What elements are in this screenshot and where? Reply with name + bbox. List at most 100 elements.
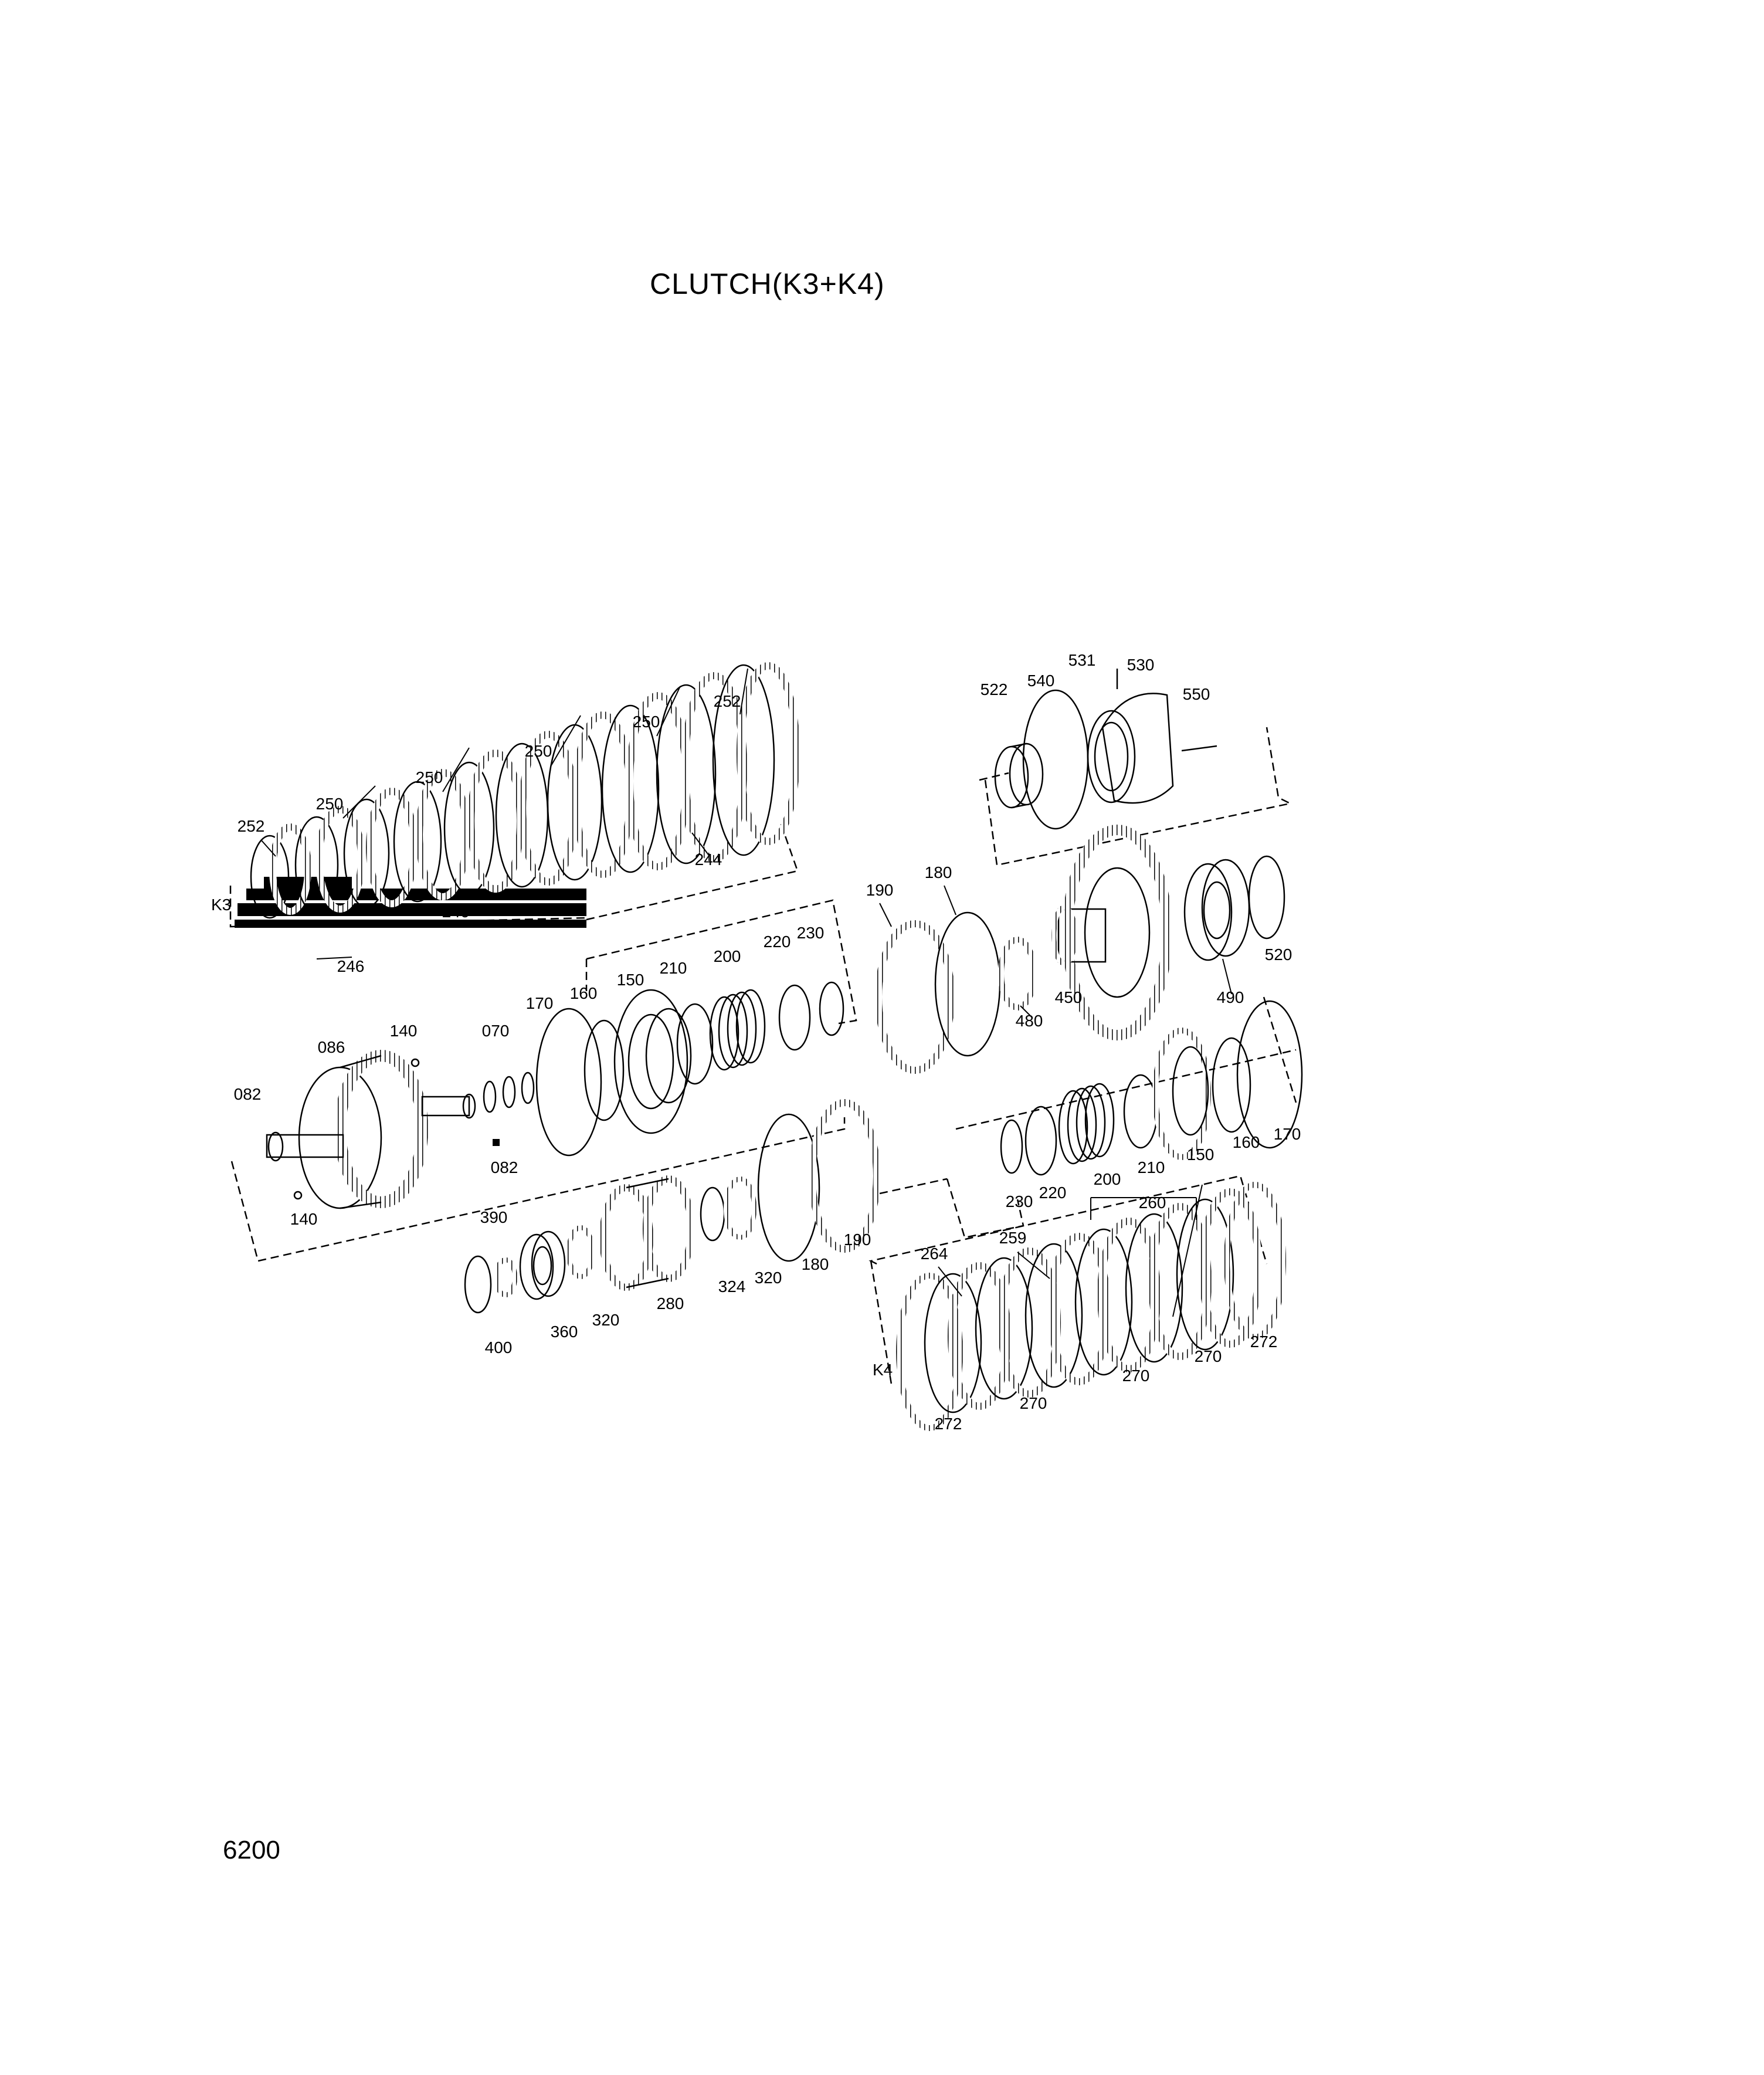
callout-230: 230 [797, 924, 825, 942]
ring-390 [494, 1257, 517, 1297]
spring-200-right [1058, 1083, 1115, 1165]
callout-360: 360 [551, 1323, 578, 1341]
seal-rings-070 [483, 1072, 535, 1113]
callout-190: 190 [844, 1230, 871, 1249]
callout-320: 320 [592, 1311, 620, 1329]
callout-210: 210 [660, 959, 687, 977]
callout-150: 150 [617, 971, 644, 989]
callout-082: 082 [234, 1085, 262, 1103]
callout-250: 250 [416, 768, 443, 786]
ring-180-top [934, 911, 1001, 1057]
callout-190: 190 [866, 881, 894, 899]
callout-200: 200 [714, 947, 741, 965]
callout-264: 264 [921, 1245, 948, 1263]
callout-490: 490 [1217, 988, 1244, 1006]
callout-246: 246 [442, 903, 470, 921]
callout-531: 531 [1068, 651, 1096, 669]
callout-180: 180 [802, 1255, 829, 1273]
k4-group-label: K4 [873, 1361, 893, 1379]
cover-530 [1087, 669, 1217, 804]
piston-150-right [1152, 1028, 1211, 1160]
callout-270: 270 [1195, 1347, 1222, 1365]
callout-230: 230 [1006, 1192, 1033, 1211]
ring-190-top [875, 920, 955, 1074]
gear-450 [1051, 825, 1172, 1040]
callout-260: 260 [1139, 1194, 1166, 1212]
callout-250: 250 [525, 742, 552, 760]
callout-170: 170 [1274, 1125, 1301, 1143]
callout-259: 259 [999, 1229, 1027, 1247]
callout-252: 252 [714, 692, 741, 710]
callout-324: 324 [718, 1277, 746, 1296]
ring-160-left [584, 1019, 625, 1121]
spring-200-left [709, 989, 766, 1071]
ring-220-left [778, 984, 811, 1051]
callout-220: 220 [1039, 1184, 1067, 1202]
ring-160-right [1212, 1037, 1251, 1133]
clutch-drum-086 [230, 996, 1297, 1262]
callout-252: 252 [238, 817, 265, 835]
snap-ring-520 [1248, 855, 1285, 940]
cover-assembly [979, 669, 1293, 866]
leader-lines [260, 668, 1232, 1317]
callout-140: 140 [290, 1210, 318, 1228]
k4-clutch-pack [869, 1175, 1286, 1431]
plug-082-right [493, 1139, 500, 1146]
bearing-490 [1183, 859, 1250, 961]
callout-160: 160 [1233, 1133, 1260, 1151]
gear-group [585, 825, 1285, 1074]
k3-piston-row [535, 981, 844, 1157]
ring-190-bottom [809, 1099, 880, 1253]
callout-086: 086 [318, 1038, 345, 1056]
piston-150-left [613, 989, 692, 1134]
plug-140-top [411, 1058, 420, 1067]
callout-170: 170 [526, 994, 554, 1012]
callout-390: 390 [480, 1208, 508, 1226]
callout-280: 280 [657, 1294, 684, 1313]
bearing-360 [519, 1230, 566, 1300]
ring-210-right [1123, 1074, 1158, 1149]
callout-550: 550 [1183, 685, 1210, 703]
callout-244: 244 [695, 850, 722, 869]
callout-270: 270 [1122, 1367, 1150, 1385]
gasket-540 [1022, 689, 1089, 830]
ring-320-right [724, 1176, 757, 1240]
k3-discs [250, 662, 800, 919]
ring-320-left [566, 1225, 595, 1279]
page-number: 6200 [223, 1836, 280, 1864]
ring-324 [700, 1186, 725, 1242]
disc-170-right [1236, 1000, 1303, 1149]
callout-272: 272 [935, 1415, 962, 1433]
callout-530: 530 [1127, 656, 1155, 674]
callout-070: 070 [482, 1022, 510, 1040]
callout-140: 140 [390, 1022, 418, 1040]
callout-180: 180 [925, 863, 952, 881]
callout-220: 220 [764, 933, 791, 951]
callout-272: 272 [1250, 1333, 1278, 1351]
k3-clutch-pack [229, 662, 800, 928]
diagram-title: CLUTCH(K3+K4) [650, 267, 885, 300]
callout-246: 246 [337, 957, 365, 975]
k3-group-label: K3 [211, 896, 231, 914]
callout-250: 250 [633, 713, 660, 731]
ring-220-right [1025, 1106, 1057, 1176]
ring-230-right [1000, 1119, 1023, 1174]
plug-140-bottom [293, 1191, 303, 1200]
callout-150: 150 [1187, 1145, 1215, 1164]
callout-250: 250 [316, 795, 344, 813]
ring-180-bottom [757, 1113, 820, 1262]
callout-520: 520 [1265, 945, 1293, 964]
callout-522: 522 [981, 680, 1008, 699]
callout-480: 480 [1016, 1012, 1043, 1030]
ring-210-left [676, 1003, 714, 1085]
ring-230-left [819, 981, 844, 1036]
gear-280 [599, 1175, 694, 1291]
lower-gear-row [464, 1099, 1025, 1314]
callout-082: 082 [491, 1158, 518, 1176]
bearing-522 [994, 742, 1044, 809]
bearing-480 [998, 937, 1037, 1011]
callout-200: 200 [1094, 1170, 1121, 1188]
snap-ring-400 [464, 1255, 492, 1314]
